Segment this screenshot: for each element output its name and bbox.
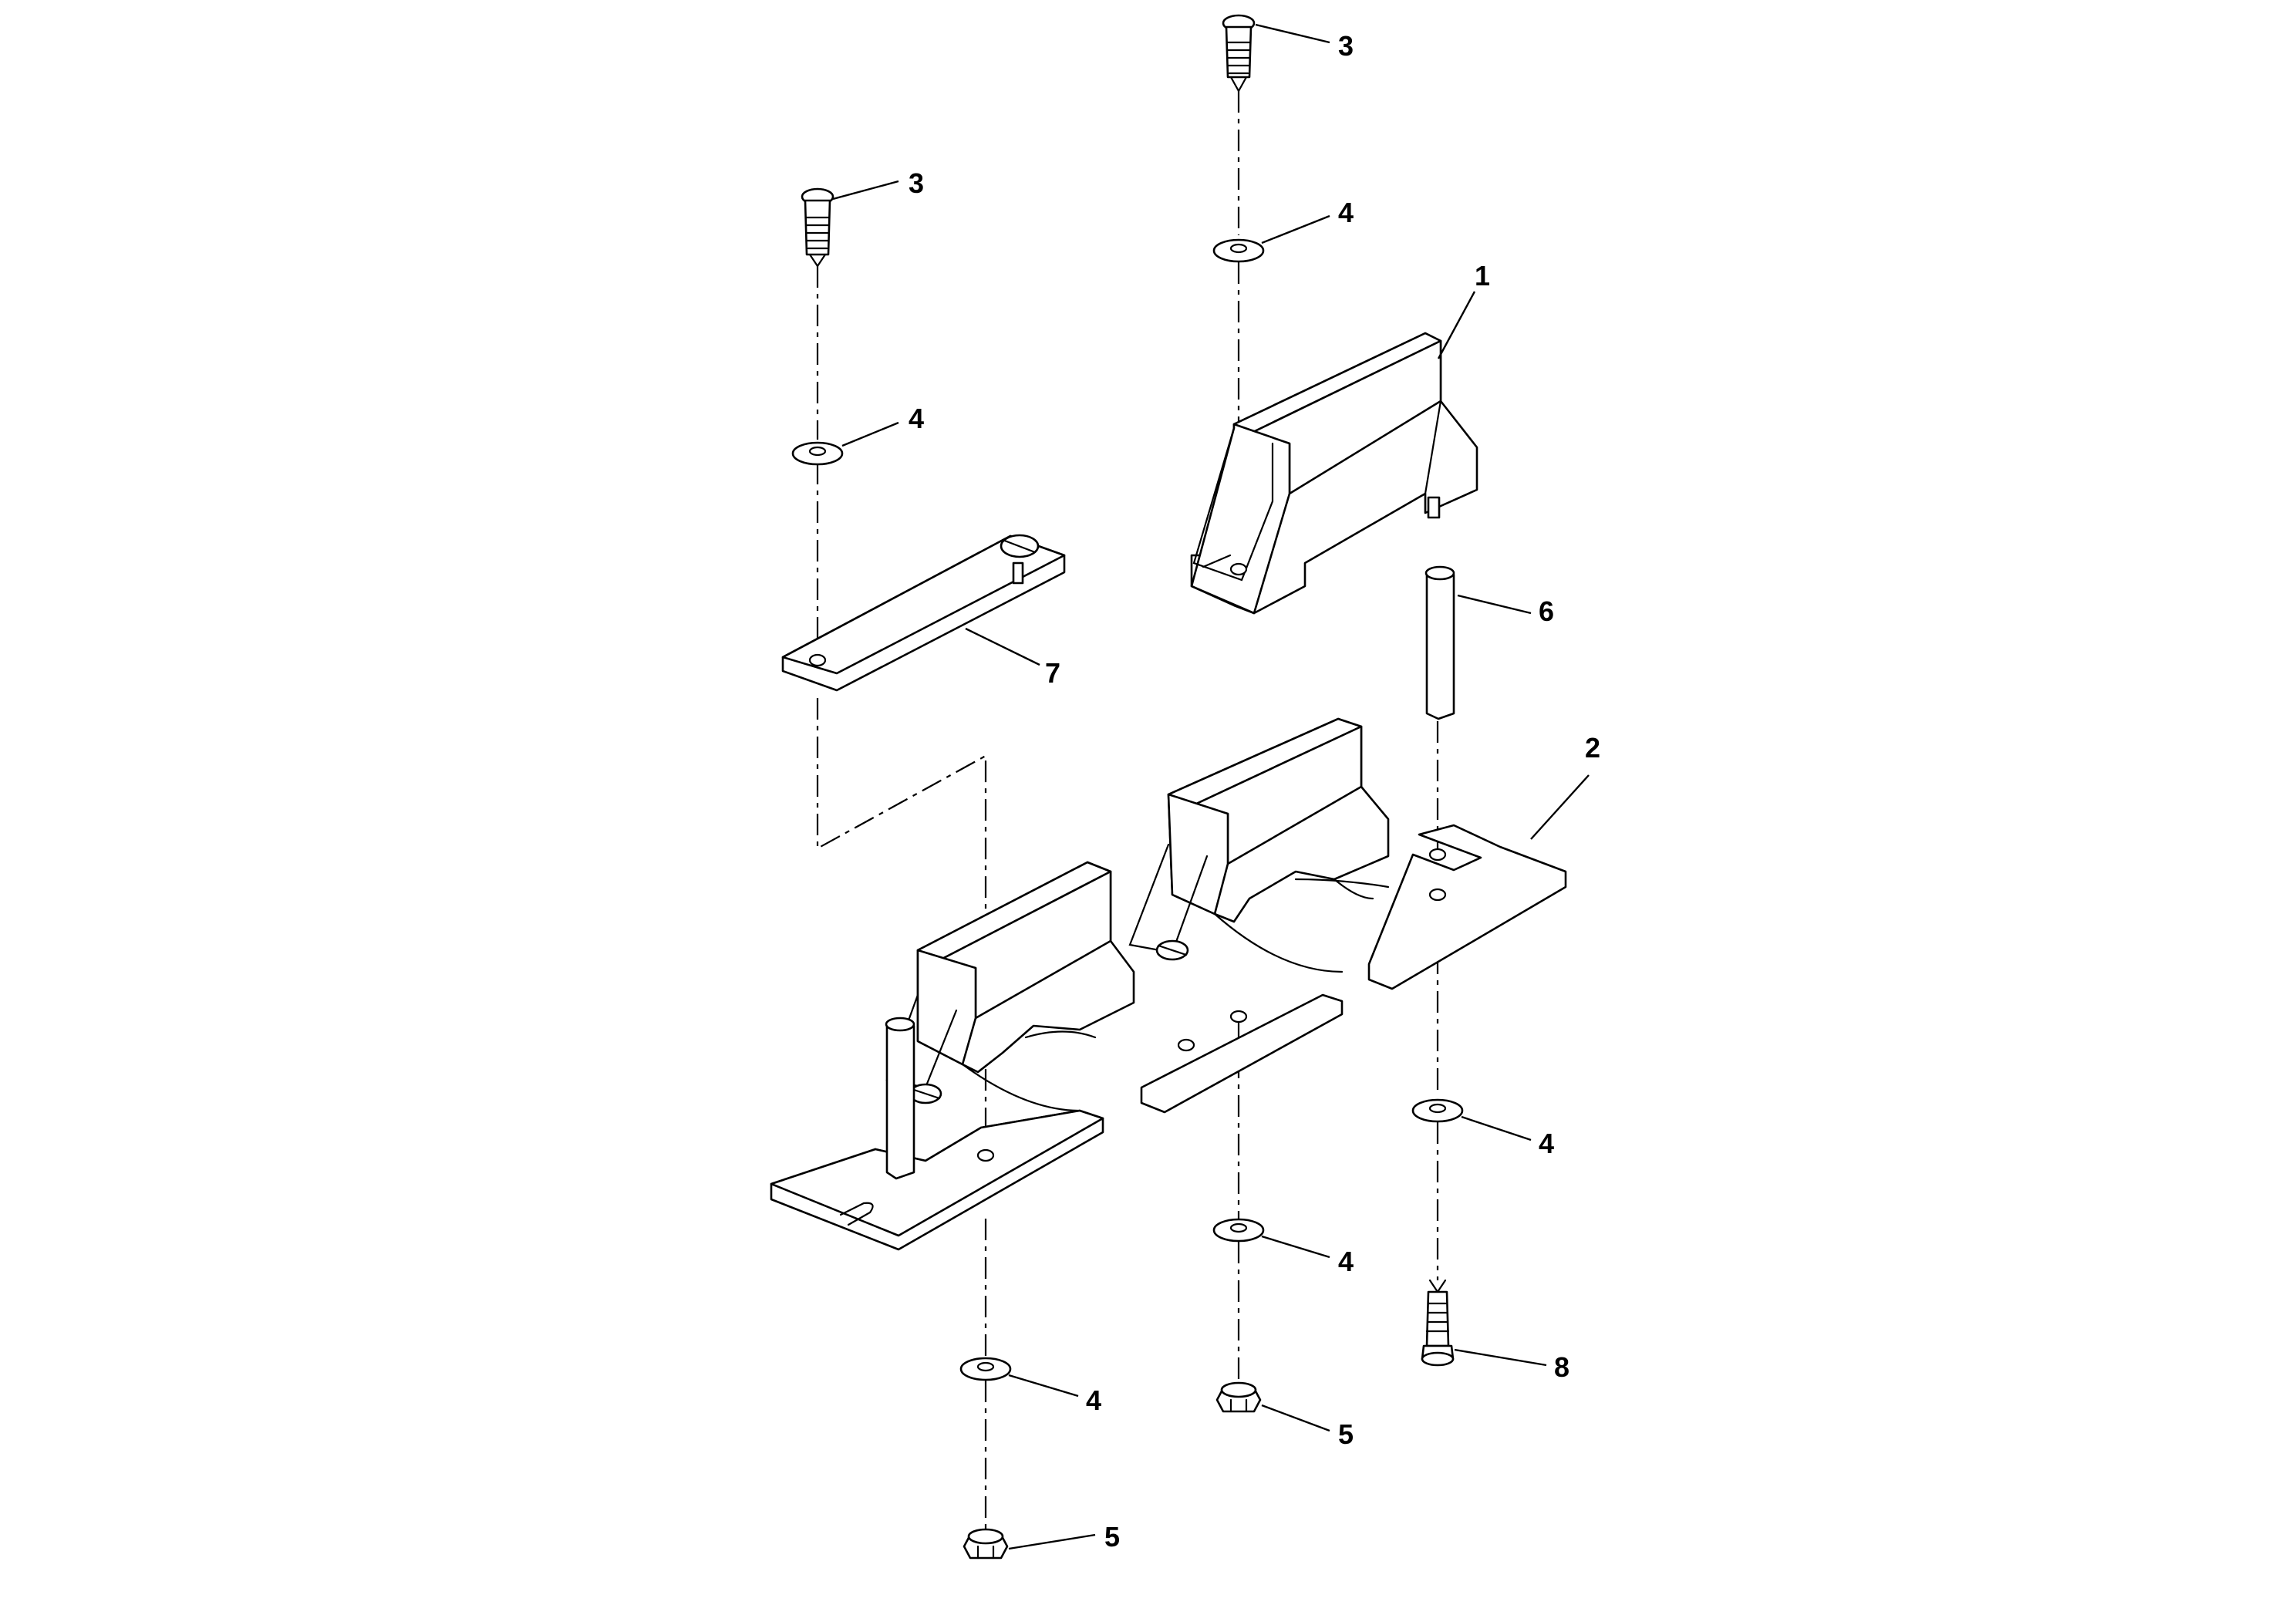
callout-4-mid: 4 [1338, 1246, 1354, 1277]
callout-5-bottom: 5 [1104, 1521, 1120, 1553]
strap-plate [781, 534, 1066, 692]
washer-right [1411, 1098, 1532, 1141]
screw-bottom [1421, 1279, 1547, 1367]
screw-top [1222, 14, 1330, 93]
washer-mid [1212, 1218, 1330, 1259]
washer-left [791, 421, 899, 466]
standoff-spacer [1424, 565, 1532, 720]
callout-5-mid: 5 [1338, 1418, 1354, 1450]
nut-mid [1215, 1381, 1330, 1432]
callout-4-bottom: 4 [1086, 1384, 1101, 1416]
base-plate-assembly [770, 717, 1590, 1251]
washer-bottom [959, 1357, 1079, 1398]
callout-4-top: 4 [1338, 197, 1354, 228]
callout-4-left: 4 [909, 403, 924, 434]
callout-7: 7 [1045, 657, 1060, 689]
callout-3-left: 3 [909, 167, 924, 199]
clamp-block-upper [1190, 291, 1478, 615]
callout-4-right: 4 [1539, 1128, 1554, 1159]
callout-1: 1 [1475, 260, 1490, 292]
callout-2: 2 [1585, 732, 1600, 764]
screw-left [801, 180, 899, 268]
washer-top [1212, 214, 1330, 263]
callout-labels: 3 3 4 4 1 6 7 2 4 4 8 4 5 5 [909, 30, 1600, 1553]
callout-8: 8 [1554, 1351, 1569, 1383]
nut-bottom [963, 1528, 1096, 1560]
callout-6: 6 [1539, 595, 1554, 627]
callout-3-top: 3 [1338, 30, 1354, 62]
